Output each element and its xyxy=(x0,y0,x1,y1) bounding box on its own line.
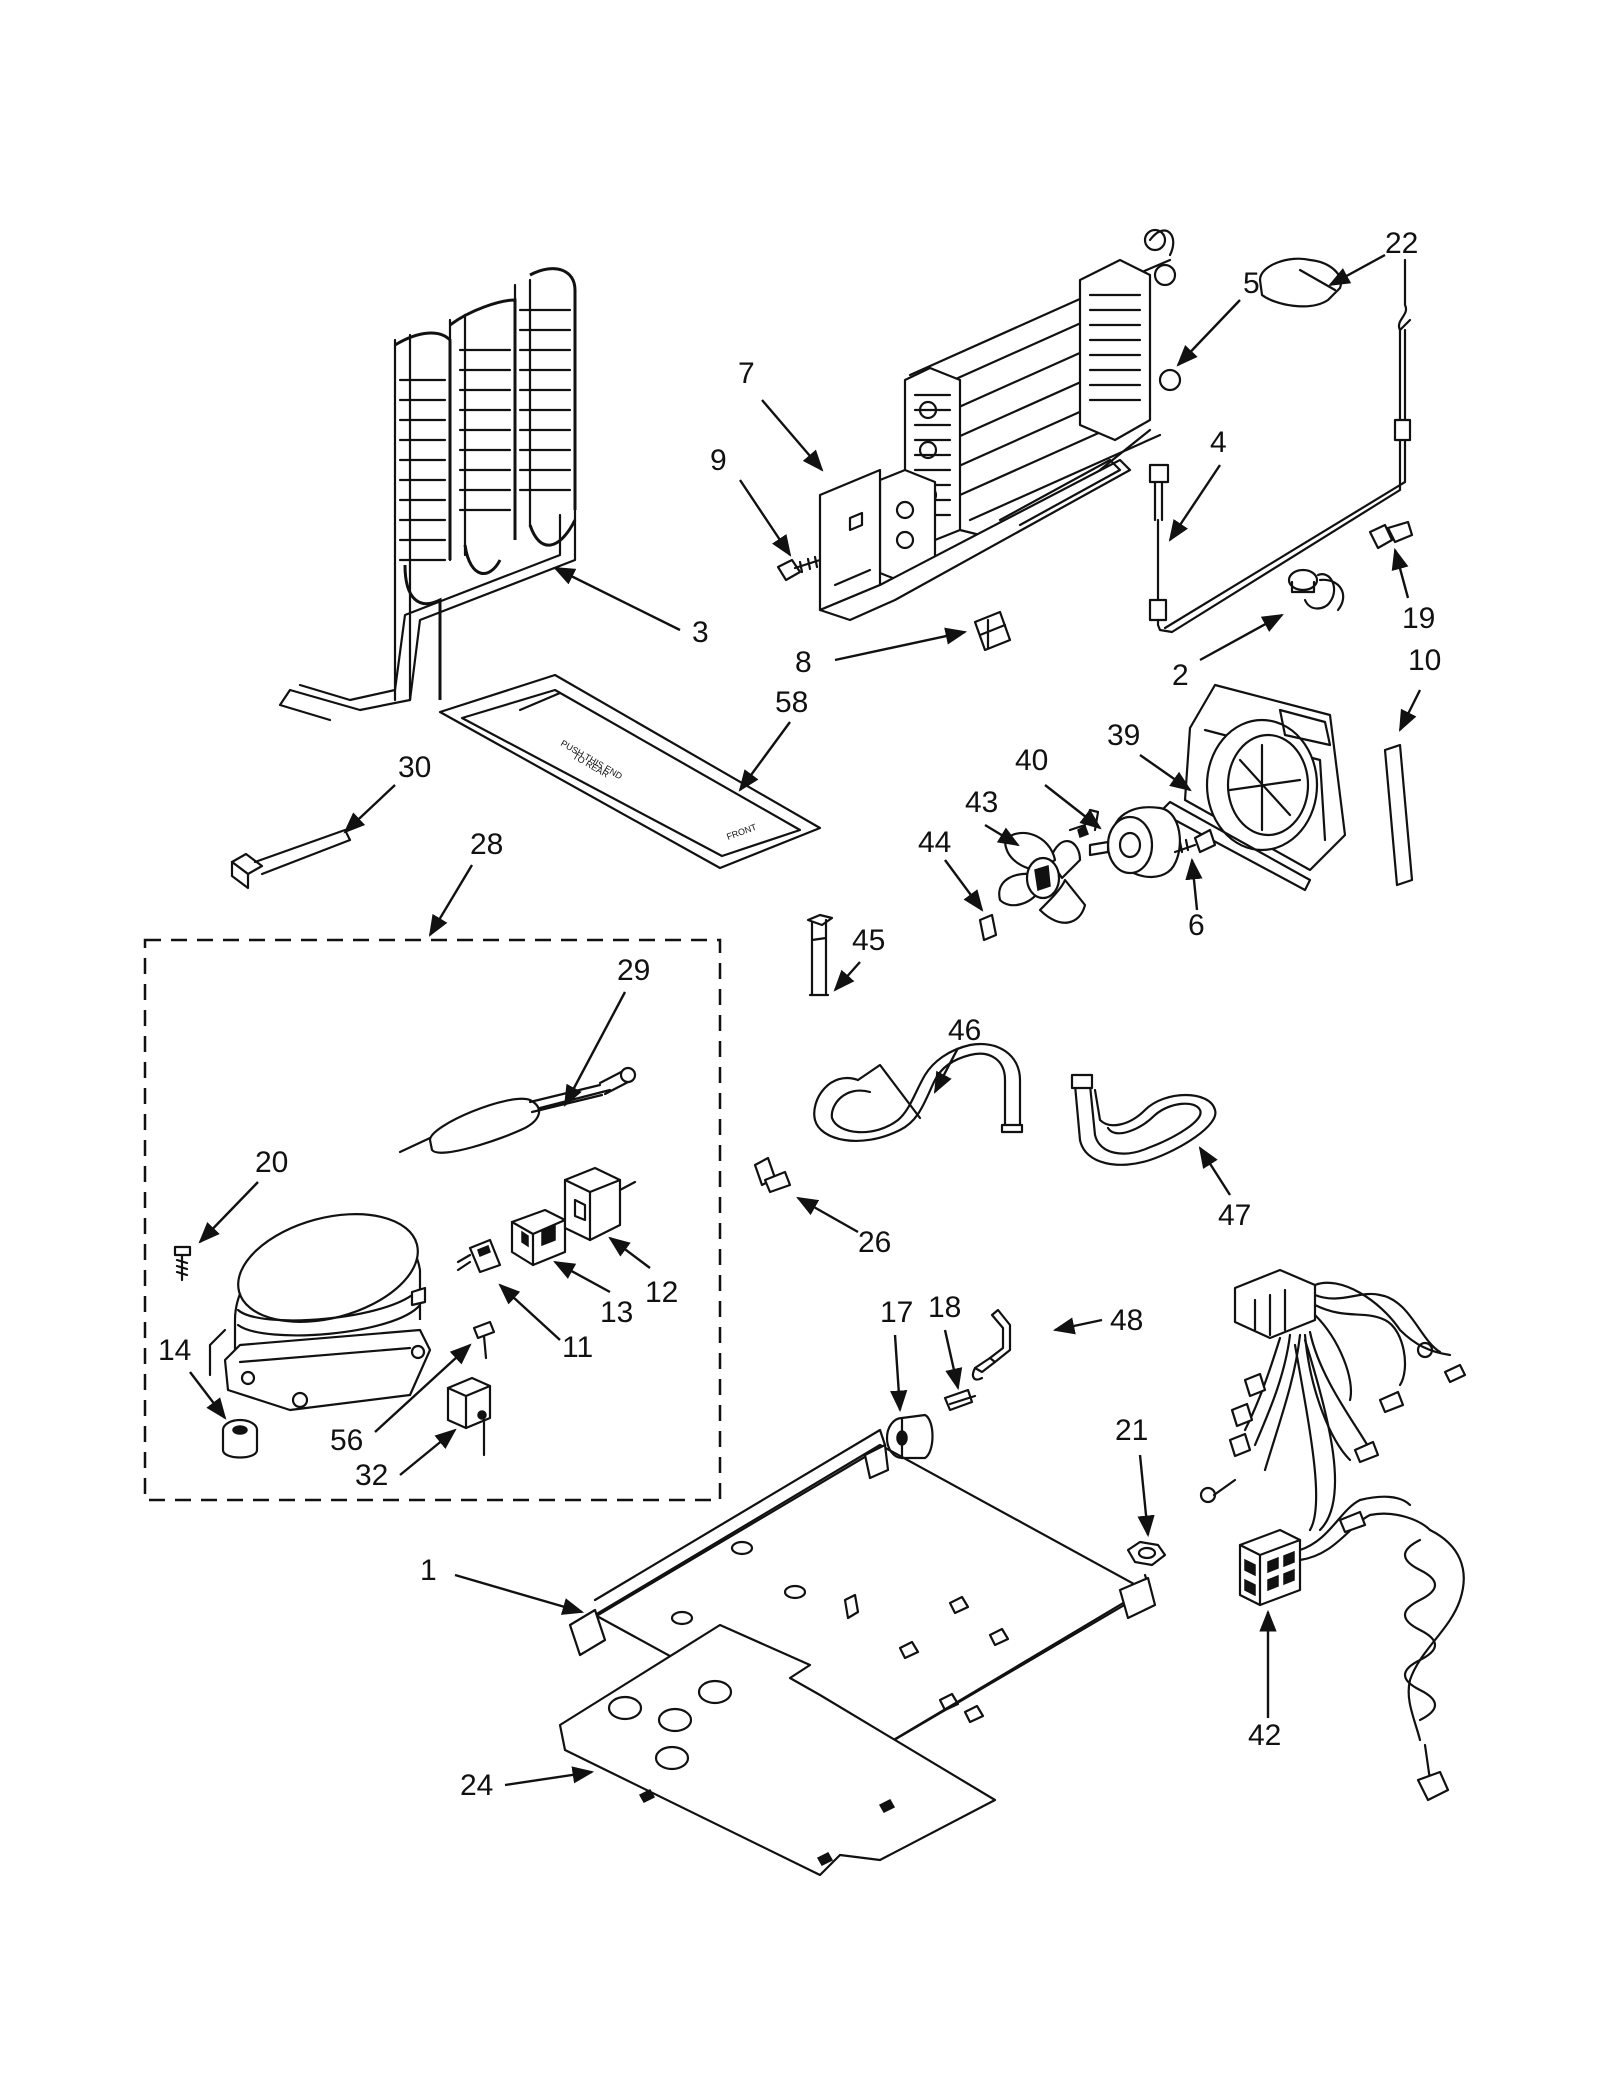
compressor-kit-boundary xyxy=(143,938,722,1502)
callout-46: 46 xyxy=(948,1014,981,1047)
mounting-screw xyxy=(173,1245,192,1282)
callout-10: 10 xyxy=(1408,644,1441,677)
callout-12: 12 xyxy=(645,1276,678,1309)
heater-clip xyxy=(1368,520,1414,550)
capacitor xyxy=(446,1376,492,1457)
callout-7: 7 xyxy=(738,357,755,390)
evaporator-tray xyxy=(818,458,1132,622)
drain-pan: PUSH THIS END TO REAR FRONT xyxy=(438,673,822,870)
callout-43: 43 xyxy=(965,786,998,819)
evaporator-clip xyxy=(973,610,1012,652)
filter-drier xyxy=(398,1066,637,1154)
callout-24: 24 xyxy=(460,1769,493,1802)
connector-tube xyxy=(971,1308,1012,1381)
callout-18: 18 xyxy=(928,1291,961,1324)
callout-19: 19 xyxy=(1402,602,1435,635)
callout-58: 58 xyxy=(775,686,808,719)
callout-28: 28 xyxy=(470,828,503,861)
fan-shroud xyxy=(1158,683,1347,892)
fan-blade xyxy=(998,831,1087,924)
callout-21: 21 xyxy=(1115,1414,1148,1447)
roller-axle xyxy=(943,1388,977,1412)
capacitor-screw xyxy=(472,1320,496,1360)
blade-clip xyxy=(978,913,998,942)
callout-47: 47 xyxy=(1218,1199,1251,1232)
wire-harness xyxy=(1199,1268,1467,1802)
heater-cap xyxy=(1258,257,1343,308)
hex-nut xyxy=(1126,1540,1167,1567)
callout-11: 11 xyxy=(562,1331,593,1364)
condenser-coil xyxy=(278,267,577,722)
relay-clip xyxy=(456,1238,502,1274)
callout-56: 56 xyxy=(330,1424,363,1457)
callout-17: 17 xyxy=(880,1296,913,1329)
callout-44: 44 xyxy=(918,826,951,859)
callout-3: 3 xyxy=(692,616,709,649)
callout-20: 20 xyxy=(255,1146,288,1179)
motor-screw xyxy=(1173,828,1217,854)
callout-8: 8 xyxy=(795,646,812,679)
callout-45: 45 xyxy=(852,924,885,957)
overload-cover xyxy=(563,1166,637,1242)
defrost-heater-wire xyxy=(1148,258,1412,634)
tray-screw xyxy=(776,555,822,582)
callout-6: 6 xyxy=(1188,909,1205,942)
callout-14: 14 xyxy=(158,1334,191,1367)
drain-hose xyxy=(813,1042,1024,1142)
callout-13: 13 xyxy=(600,1296,633,1329)
grommet xyxy=(221,1418,259,1459)
callout-26: 26 xyxy=(858,1226,891,1259)
evaporator xyxy=(878,228,1182,587)
gasket-strip xyxy=(1383,743,1414,887)
tube-clip xyxy=(753,1156,792,1194)
callout-22: 22 xyxy=(1385,227,1418,260)
insulation-pad xyxy=(558,1623,997,1877)
callout-4: 4 xyxy=(1210,426,1227,459)
callout-48: 48 xyxy=(1110,1304,1143,1337)
callout-5: 5 xyxy=(1243,267,1260,300)
compressor xyxy=(208,1213,432,1412)
callout-30: 30 xyxy=(398,751,431,784)
callout-2: 2 xyxy=(1172,659,1189,692)
defrost-thermostat xyxy=(1287,568,1345,612)
tie-wrap xyxy=(230,828,352,890)
callout-39: 39 xyxy=(1107,719,1140,752)
callout-9: 9 xyxy=(710,444,727,477)
callout-32: 32 xyxy=(355,1459,388,1492)
mounting-pin xyxy=(806,913,834,997)
callout-29: 29 xyxy=(617,954,650,987)
relay xyxy=(510,1208,567,1267)
callout-42: 42 xyxy=(1248,1719,1281,1752)
callout-40: 40 xyxy=(1015,744,1048,777)
water-tube xyxy=(1070,1073,1217,1166)
callout-1: 1 xyxy=(420,1554,437,1587)
fan-motor xyxy=(1068,806,1181,878)
